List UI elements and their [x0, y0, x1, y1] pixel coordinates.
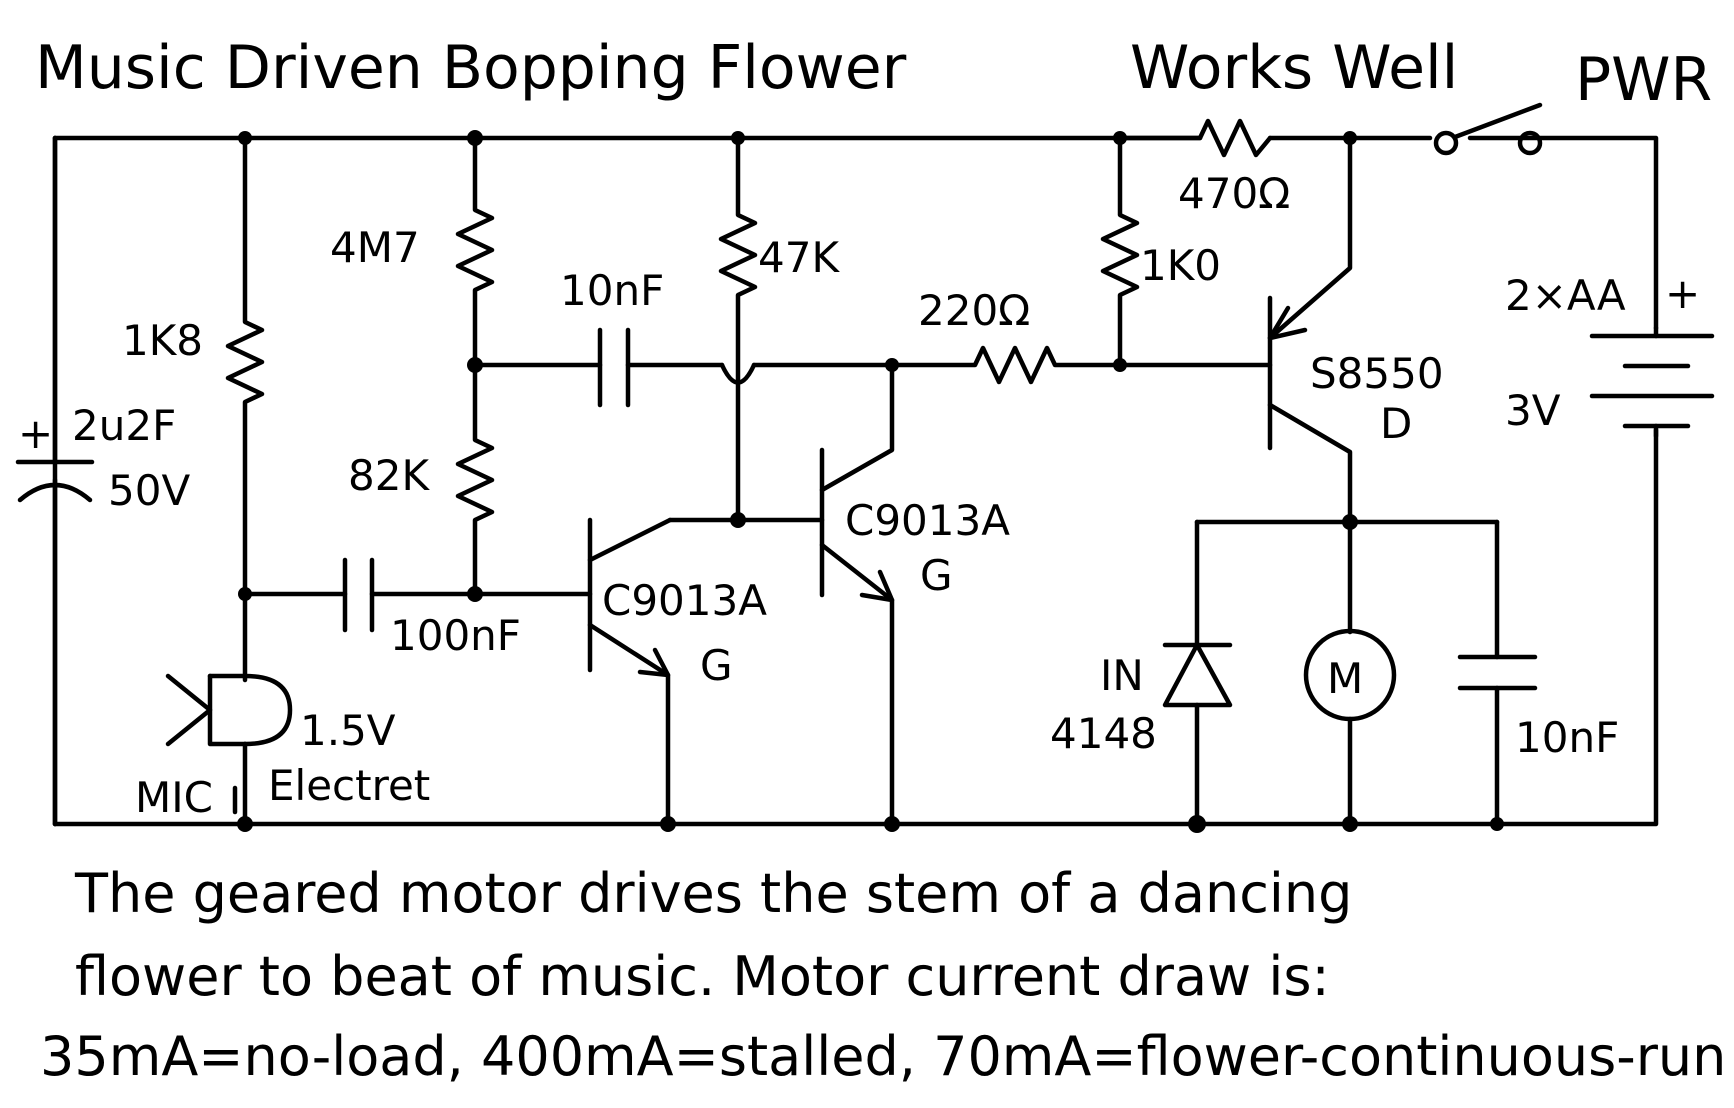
transistor-q1-c9013a — [587, 517, 673, 827]
battery-voltage-label: 3V — [1505, 386, 1561, 435]
resistor-470 — [1117, 118, 1273, 158]
r-4m7-label: 4M7 — [330, 223, 420, 272]
note-line-2: flower to beat of music. Motor current d… — [75, 945, 1330, 1008]
motor-label: M — [1327, 654, 1363, 703]
q3-part-label: S8550 — [1310, 349, 1444, 398]
resistor-47k — [667, 135, 825, 523]
q1-grade-label: G — [700, 641, 733, 690]
r-470-label: 470Ω — [1178, 169, 1290, 218]
power-switch[interactable] — [1433, 102, 1543, 156]
resistor-4m7 — [455, 135, 495, 368]
electret-microphone — [165, 673, 293, 827]
q2-grade-label: G — [920, 551, 953, 600]
c-100nf-label: 100nF — [390, 611, 521, 660]
r-82k-label: 82K — [348, 451, 430, 500]
battery-2xaa — [1589, 325, 1715, 439]
r-47k-label: 47K — [758, 233, 840, 282]
capacitor-10nf-feedback — [472, 327, 895, 408]
diode-label-b: 4148 — [1050, 709, 1157, 758]
q3-grade-label: D — [1380, 399, 1412, 448]
battery-count-label: 2×AA — [1505, 271, 1626, 320]
r-1k8-label: 1K8 — [122, 316, 203, 365]
c-10nf-top-label: 10nF — [560, 266, 664, 315]
diode-1n4148 — [1162, 519, 1233, 827]
c-2u2-plus-label: + — [18, 409, 53, 458]
capacitor-2u2f — [15, 135, 95, 827]
resistor-220 — [889, 345, 1273, 385]
note-line-1: The geared motor drives the stem of a da… — [74, 862, 1352, 925]
status-text: Works Well — [1130, 33, 1458, 103]
c-2u2-voltage-label: 50V — [108, 466, 190, 515]
bottom-rail — [52, 135, 1659, 827]
q2-part-label: C9013A — [845, 496, 1010, 545]
resistor-82k — [455, 362, 495, 597]
mic-voltage-label: 1.5V — [300, 706, 396, 755]
c-2u2-value-label: 2u2F — [72, 401, 176, 450]
capacitor-10nf-output — [1457, 519, 1538, 827]
resistor-1k8 — [225, 135, 265, 683]
pwr-label: PWR — [1575, 45, 1712, 115]
note-line-3: 35mA=no-load, 400mA=stalled, 70mA=flower… — [40, 1025, 1726, 1088]
mic-type-label: Electret — [268, 761, 430, 810]
junction-dots — [237, 130, 1504, 833]
title-text: Music Driven Bopping Flower — [35, 33, 907, 103]
top-rail — [52, 135, 1659, 331]
mic-name-label: MIC — [135, 773, 213, 822]
c-10nf-out-label: 10nF — [1515, 713, 1619, 762]
r-220-label: 220Ω — [918, 286, 1030, 335]
battery-plus-label: + — [1665, 269, 1700, 318]
transistor-q2-c9013a — [819, 362, 895, 827]
r-1k0-label: 1K0 — [1140, 241, 1221, 290]
motor — [1303, 519, 1397, 827]
resistor-1k0 — [1100, 135, 1140, 368]
q1-part-label: C9013A — [602, 576, 767, 625]
transistor-q3-s8550 — [1267, 135, 1353, 525]
diode-label-a: IN — [1100, 651, 1144, 700]
